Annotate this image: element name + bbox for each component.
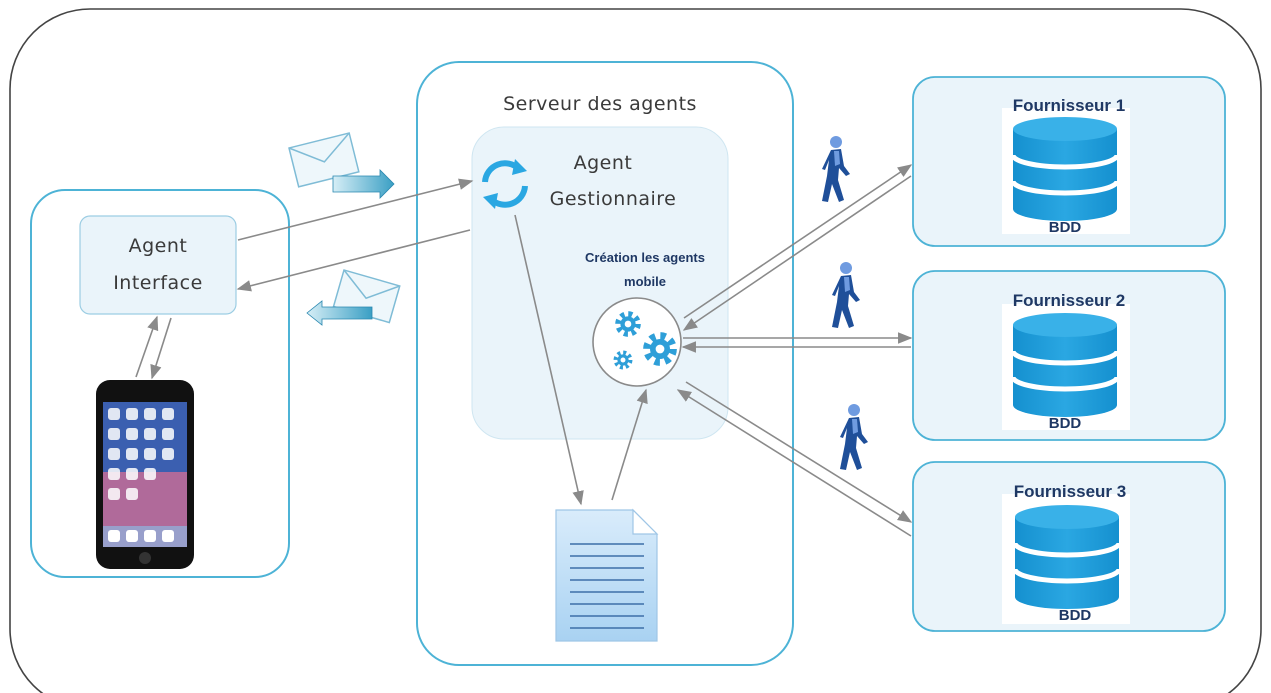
interface-agent-box [79, 215, 237, 315]
manager-to-document-arrow [514, 214, 584, 506]
database-icon [1002, 304, 1130, 430]
phone-to-interface-arrow [135, 315, 159, 378]
provider-1-db-label: BDD [1049, 219, 1082, 236]
manager-agent-label-line1: Agent [574, 152, 633, 174]
provider-3-db-label: BDD [1059, 607, 1092, 624]
provider3-to-factory-arrow [676, 389, 912, 537]
document-to-factory-arrow [611, 388, 648, 501]
smartphone-icon [96, 380, 194, 569]
provider-2-db-label: BDD [1049, 415, 1082, 432]
sync-icon [482, 159, 528, 209]
factory-to-provider1-arrow [683, 164, 913, 319]
server-title: Serveur des agents [503, 93, 697, 115]
interface-to-phone-arrow [150, 317, 172, 380]
interface-agent-label-line1: Agent [129, 235, 188, 257]
mobile-creation-label-line1: Création les agents [585, 250, 705, 265]
provider1-to-factory-arrow [682, 175, 912, 331]
envelope-icon [306, 269, 401, 326]
interface-to-manager-arrow [237, 178, 474, 241]
provider-2-name: Fournisseur 2 [1013, 291, 1125, 310]
provider-3-name: Fournisseur 3 [1014, 482, 1126, 501]
provider-1-name: Fournisseur 1 [1013, 96, 1125, 115]
manager-agent-label-line2: Gestionnaire [550, 188, 677, 210]
manager-to-interface-arrow [236, 229, 471, 292]
mobile-creation-label-line2: mobile [624, 274, 666, 289]
database-icon [1002, 108, 1130, 234]
factory-to-provider3-arrow [685, 381, 913, 523]
document-icon [555, 508, 659, 642]
envelope-icon [288, 132, 395, 199]
interface-agent-label-line2: Interface [113, 272, 203, 294]
database-icon [1002, 494, 1130, 624]
